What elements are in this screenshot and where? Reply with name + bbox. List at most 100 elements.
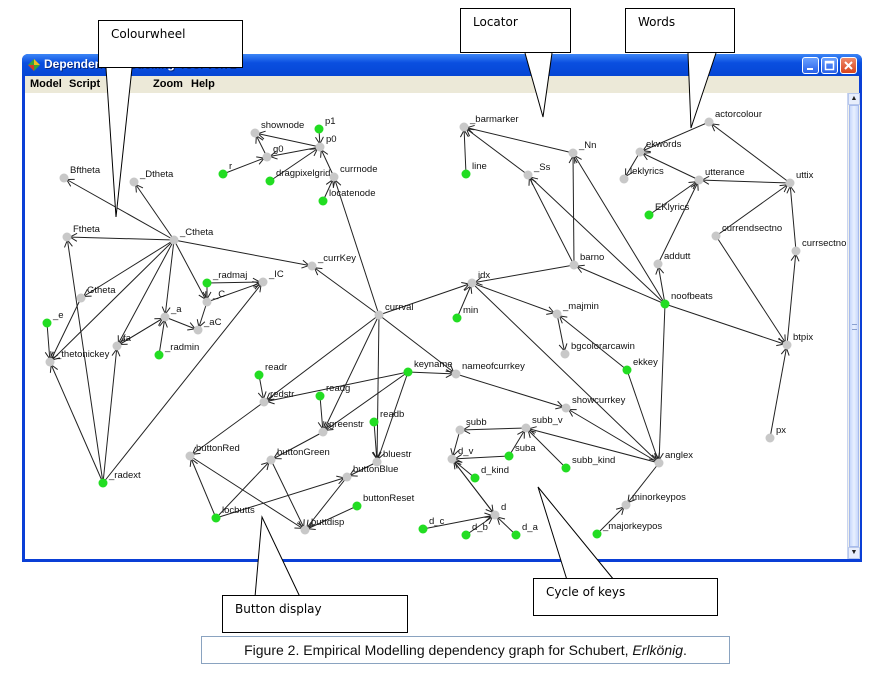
node-Nn[interactable]: _Nn bbox=[568, 140, 597, 158]
derived-node-dot[interactable] bbox=[711, 231, 721, 241]
node-radext[interactable]: _radext bbox=[98, 470, 142, 488]
node-e[interactable]: _e bbox=[42, 310, 64, 328]
derived-node-dot[interactable] bbox=[569, 260, 579, 270]
node-ekkey[interactable]: ekkey bbox=[622, 357, 659, 375]
node-d[interactable]: d bbox=[490, 502, 507, 520]
node-readg[interactable]: readg bbox=[315, 383, 351, 401]
node-leklyrics[interactable]: leklyrics bbox=[619, 166, 665, 184]
source-node-dot[interactable] bbox=[315, 391, 325, 401]
node-readb[interactable]: readb bbox=[369, 409, 405, 427]
source-node-dot[interactable] bbox=[511, 530, 521, 540]
node-keyname[interactable]: keyname bbox=[403, 359, 453, 377]
derived-node-dot[interactable] bbox=[455, 425, 465, 435]
node-nameofcurrkey[interactable]: nameofcurrkey bbox=[451, 361, 526, 379]
node-dragpixelgrid[interactable]: dragpixelgrid bbox=[265, 168, 331, 186]
node-buttonGreen[interactable]: buttonGreen bbox=[266, 447, 330, 465]
node-IC[interactable]: _IC bbox=[258, 269, 284, 287]
node-EKlyrics[interactable]: EKlyrics bbox=[644, 202, 690, 220]
node-showcurrkey[interactable]: showcurrkey bbox=[561, 395, 626, 413]
derived-node-dot[interactable] bbox=[635, 147, 645, 157]
node-minorkeypos[interactable]: minorkeypos bbox=[621, 492, 687, 510]
source-node-dot[interactable] bbox=[504, 451, 514, 461]
node-a[interactable]: _a bbox=[160, 304, 183, 322]
node-aC[interactable]: _aC bbox=[193, 317, 222, 335]
derived-node-dot[interactable] bbox=[193, 325, 203, 335]
node-utterance[interactable]: utterance bbox=[694, 167, 745, 185]
source-node-dot[interactable] bbox=[452, 313, 462, 323]
derived-node-dot[interactable] bbox=[490, 510, 500, 520]
source-node-dot[interactable] bbox=[644, 210, 654, 220]
source-node-dot[interactable] bbox=[403, 367, 413, 377]
node-buttonBlue[interactable]: buttonBlue bbox=[342, 464, 399, 482]
menu-zoom[interactable]: Zoom bbox=[153, 78, 183, 90]
source-node-dot[interactable] bbox=[211, 513, 221, 523]
node-locbutts[interactable]: locbutts bbox=[211, 505, 255, 523]
node-d_v[interactable]: d_v bbox=[447, 446, 474, 464]
node-d_a[interactable]: d_a bbox=[511, 522, 539, 540]
node-C[interactable]: _C bbox=[202, 289, 226, 307]
derived-node-dot[interactable] bbox=[568, 148, 578, 158]
derived-node-dot[interactable] bbox=[654, 458, 664, 468]
node-subb_kind[interactable]: subb_kind bbox=[561, 455, 616, 473]
node-buttonRed[interactable]: buttonRed bbox=[185, 443, 240, 461]
source-node-dot[interactable] bbox=[461, 169, 471, 179]
node-greenstr[interactable]: greenstr bbox=[318, 419, 364, 437]
scroll-down-button[interactable]: ▼ bbox=[848, 547, 860, 559]
derived-node-dot[interactable] bbox=[315, 142, 325, 152]
node-px[interactable]: px bbox=[765, 425, 787, 443]
derived-node-dot[interactable] bbox=[169, 235, 179, 245]
node-subb_v[interactable]: subb_v bbox=[521, 415, 563, 433]
node-Ftheta[interactable]: Ftheta bbox=[62, 224, 101, 242]
source-node-dot[interactable] bbox=[418, 524, 428, 534]
node-currendsectno[interactable]: currendsectno bbox=[711, 223, 783, 241]
derived-node-dot[interactable] bbox=[704, 117, 714, 127]
node-Bftheta[interactable]: Bftheta bbox=[59, 165, 101, 183]
source-node-dot[interactable] bbox=[42, 318, 52, 328]
derived-node-dot[interactable] bbox=[185, 451, 195, 461]
source-node-dot[interactable] bbox=[592, 529, 602, 539]
node-bgcolorarcawin[interactable]: bgcolorarcawin bbox=[560, 341, 635, 359]
derived-node-dot[interactable] bbox=[62, 232, 72, 242]
source-node-dot[interactable] bbox=[98, 478, 108, 488]
source-node-dot[interactable] bbox=[218, 169, 228, 179]
node-idx[interactable]: idx bbox=[467, 270, 491, 288]
derived-node-dot[interactable] bbox=[459, 122, 469, 132]
source-node-dot[interactable] bbox=[369, 417, 379, 427]
node-majorkeypos[interactable]: _majorkeypos bbox=[592, 521, 663, 539]
scroll-thumb[interactable] bbox=[849, 105, 859, 547]
node-subb[interactable]: subb bbox=[455, 417, 487, 435]
derived-node-dot[interactable] bbox=[521, 423, 531, 433]
derived-node-dot[interactable] bbox=[59, 173, 69, 183]
node-ekwords[interactable]: ekwords bbox=[635, 139, 682, 157]
source-node-dot[interactable] bbox=[318, 196, 328, 206]
menu-model[interactable]: Model bbox=[30, 78, 62, 90]
derived-node-dot[interactable] bbox=[112, 341, 122, 351]
source-node-dot[interactable] bbox=[314, 124, 324, 134]
source-node-dot[interactable] bbox=[254, 370, 264, 380]
node-buttonReset[interactable]: buttonReset bbox=[352, 493, 415, 511]
maximize-button[interactable] bbox=[821, 57, 838, 74]
derived-node-dot[interactable] bbox=[76, 293, 86, 303]
derived-node-dot[interactable] bbox=[318, 427, 328, 437]
derived-node-dot[interactable] bbox=[160, 312, 170, 322]
derived-node-dot[interactable] bbox=[791, 246, 801, 256]
node-g0[interactable]: g0 bbox=[262, 144, 284, 162]
node-currsectno[interactable]: currsectno bbox=[791, 238, 847, 256]
node-Gtheta[interactable]: Gtheta bbox=[76, 285, 117, 303]
derived-node-dot[interactable] bbox=[300, 525, 310, 535]
node-barno[interactable]: barno bbox=[569, 252, 605, 270]
close-button[interactable] bbox=[840, 57, 857, 74]
node-r[interactable]: r bbox=[218, 161, 233, 179]
node-p0[interactable]: p0 bbox=[315, 134, 337, 152]
scroll-up-button[interactable]: ▲ bbox=[848, 93, 860, 105]
source-node-dot[interactable] bbox=[660, 299, 670, 309]
source-node-dot[interactable] bbox=[470, 473, 480, 483]
derived-node-dot[interactable] bbox=[653, 259, 663, 269]
derived-node-dot[interactable] bbox=[307, 261, 317, 271]
derived-node-dot[interactable] bbox=[523, 170, 533, 180]
node-readr[interactable]: readr bbox=[254, 362, 288, 380]
derived-node-dot[interactable] bbox=[259, 397, 269, 407]
node-fa[interactable]: fa bbox=[112, 333, 132, 351]
derived-node-dot[interactable] bbox=[694, 175, 704, 185]
